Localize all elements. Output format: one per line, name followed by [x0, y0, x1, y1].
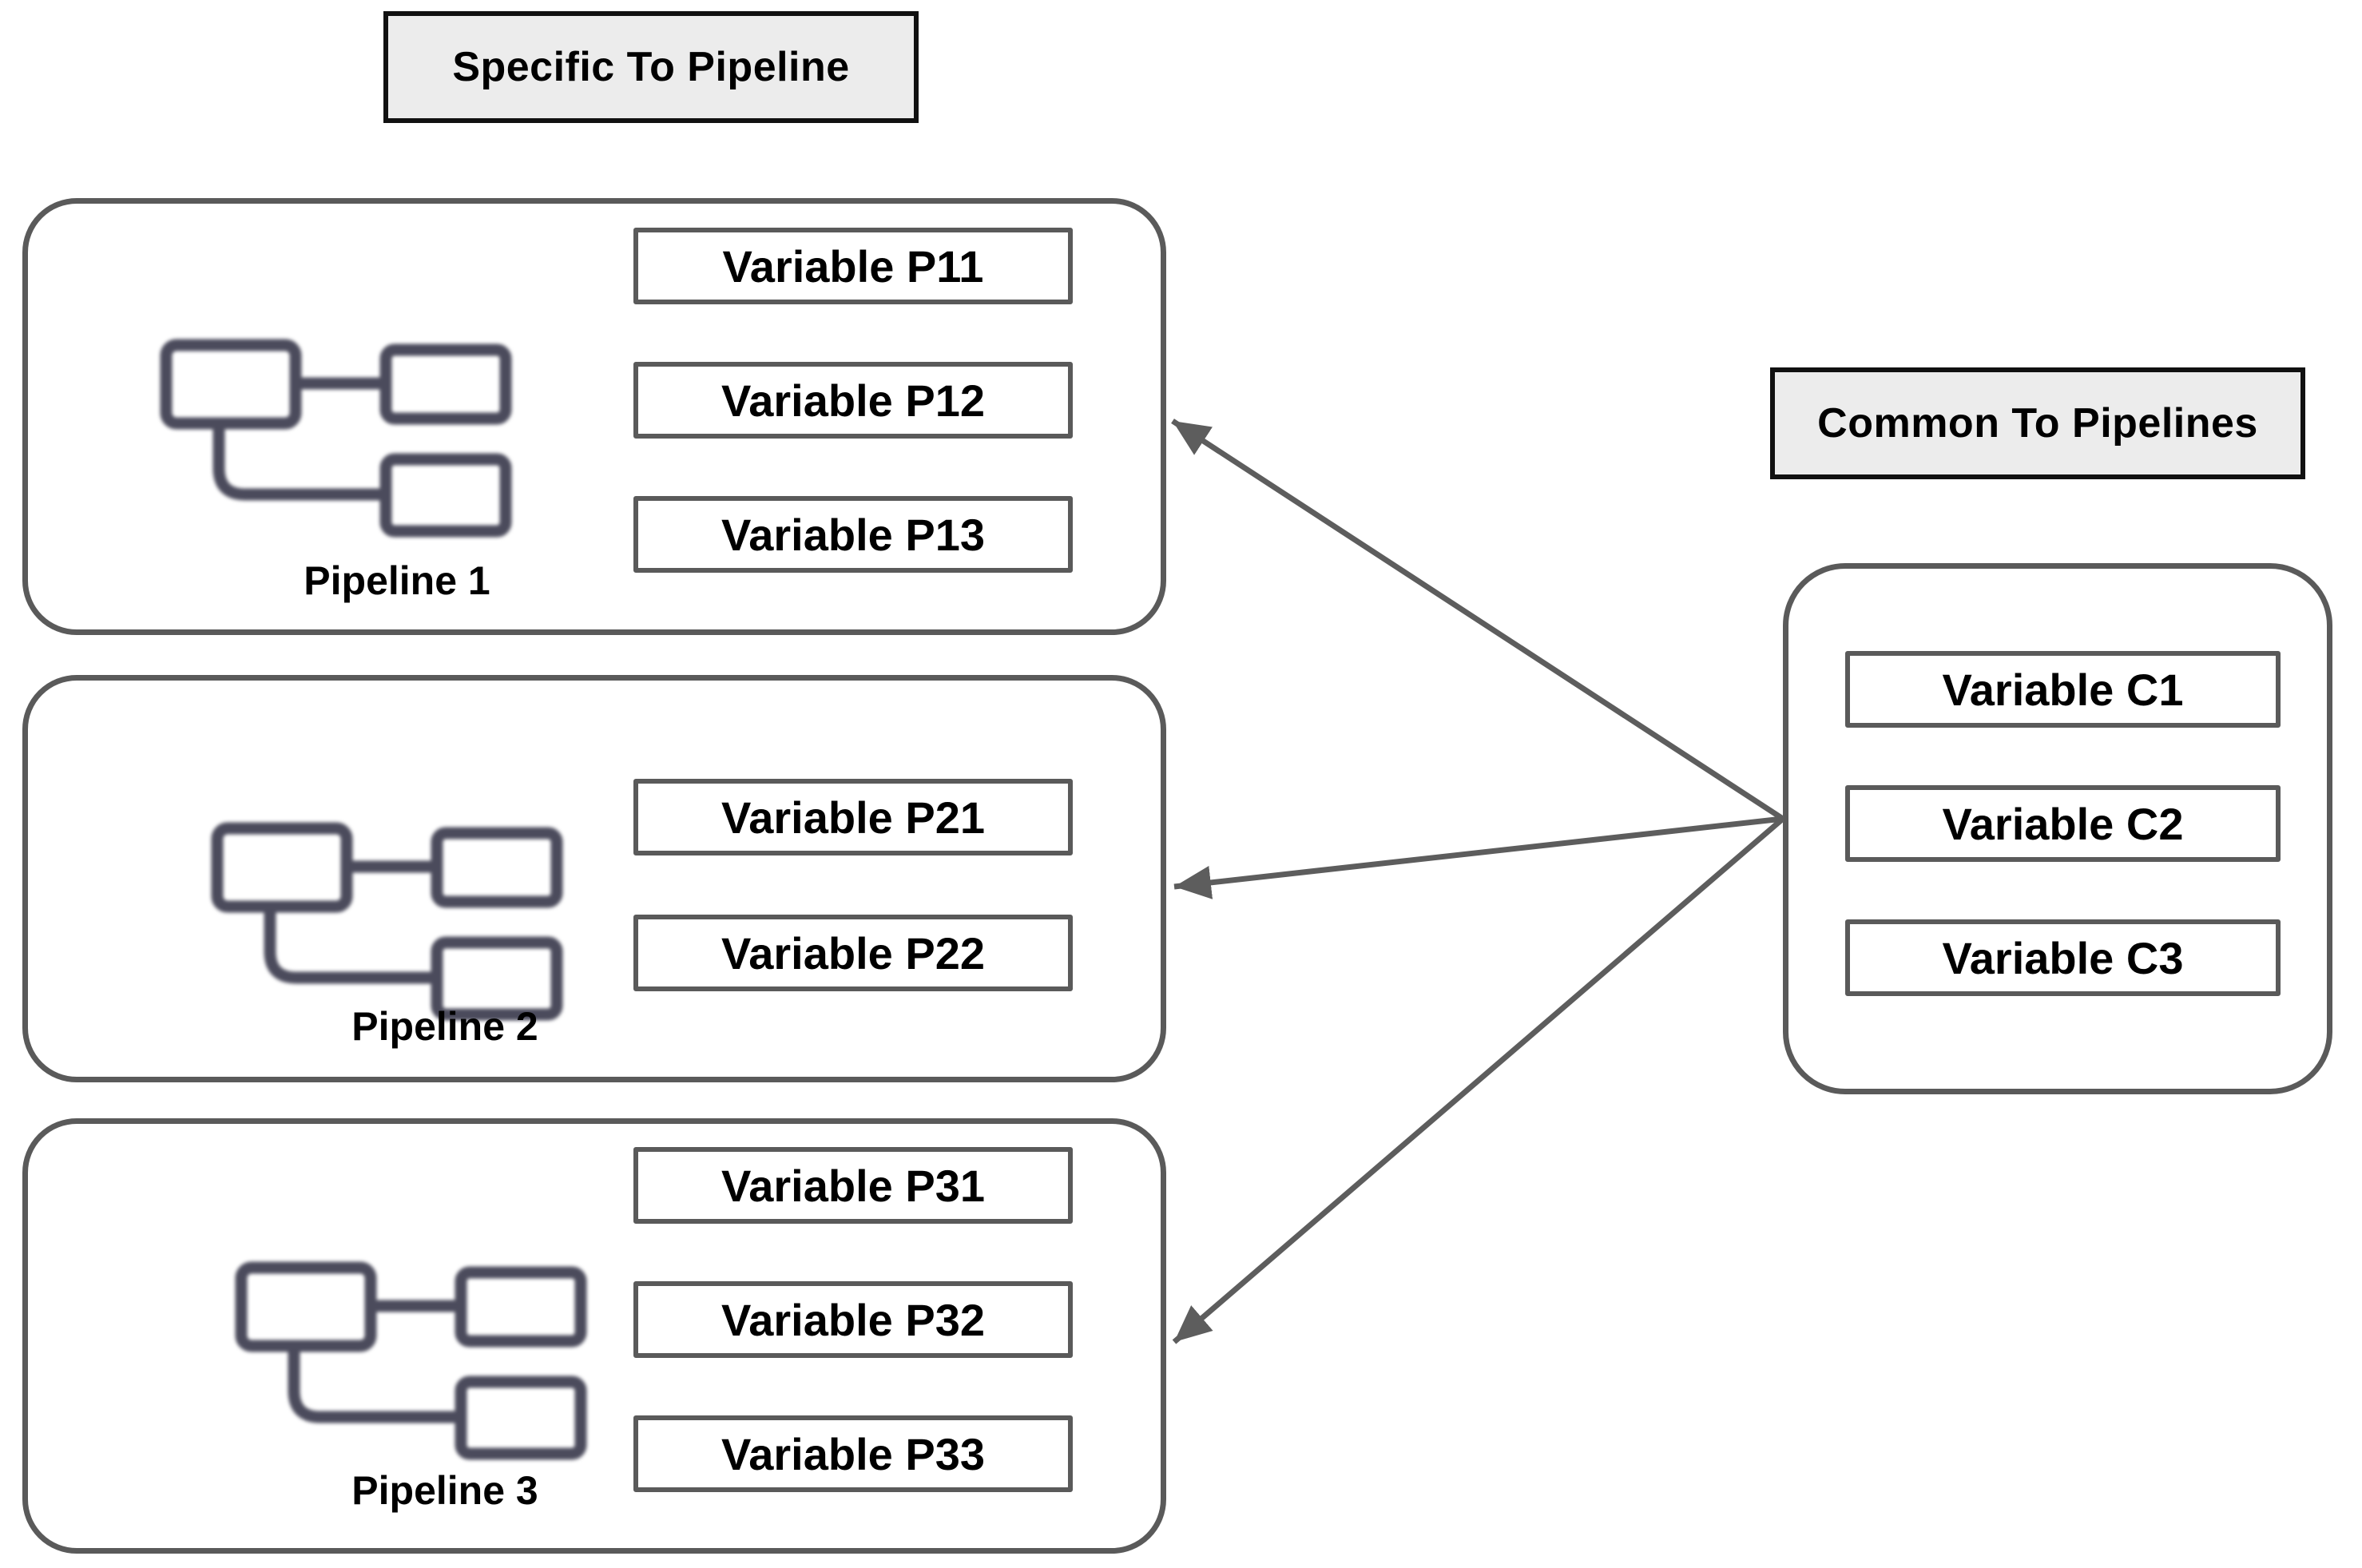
variable-box-p13: Variable P13 [633, 496, 1073, 573]
variable-box-p12: Variable P12 [633, 362, 1073, 439]
pipeline-1-label: Pipeline 1 [304, 558, 490, 603]
arrow-common-to-pipeline-2 [1173, 816, 1784, 899]
variable-box-c3: Variable C3 [1845, 919, 2281, 996]
variable-box-c1: Variable C1 [1845, 651, 2281, 728]
pipeline-2-container [22, 675, 1166, 1082]
pipeline-1-flowchart-icon [160, 339, 512, 538]
variable-box-p33: Variable P33 [633, 1415, 1073, 1492]
arrow-common-to-pipeline-3 [1172, 816, 1785, 1344]
variable-box-p32: Variable P32 [633, 1281, 1073, 1358]
pipeline-3-label: Pipeline 3 [351, 1468, 538, 1513]
variable-box-p22: Variable P22 [633, 915, 1073, 991]
common-to-pipelines-header: Common To Pipelines [1770, 367, 2305, 479]
arrow-common-to-pipeline-1 [1171, 419, 1784, 821]
specific-to-pipeline-header: Specific To Pipeline [383, 11, 919, 123]
variable-box-p31: Variable P31 [633, 1147, 1073, 1224]
specific-header-label: Specific To Pipeline [452, 44, 850, 90]
variable-box-p21: Variable P21 [633, 779, 1073, 855]
variable-box-c2: Variable C2 [1845, 785, 2281, 862]
pipeline-3-flowchart-icon [235, 1261, 587, 1460]
common-header-label: Common To Pipelines [1817, 400, 2258, 447]
pipeline-2-label: Pipeline 2 [351, 1004, 538, 1049]
variable-box-p11: Variable P11 [633, 228, 1073, 304]
pipeline-2-flowchart-icon [211, 822, 563, 1021]
